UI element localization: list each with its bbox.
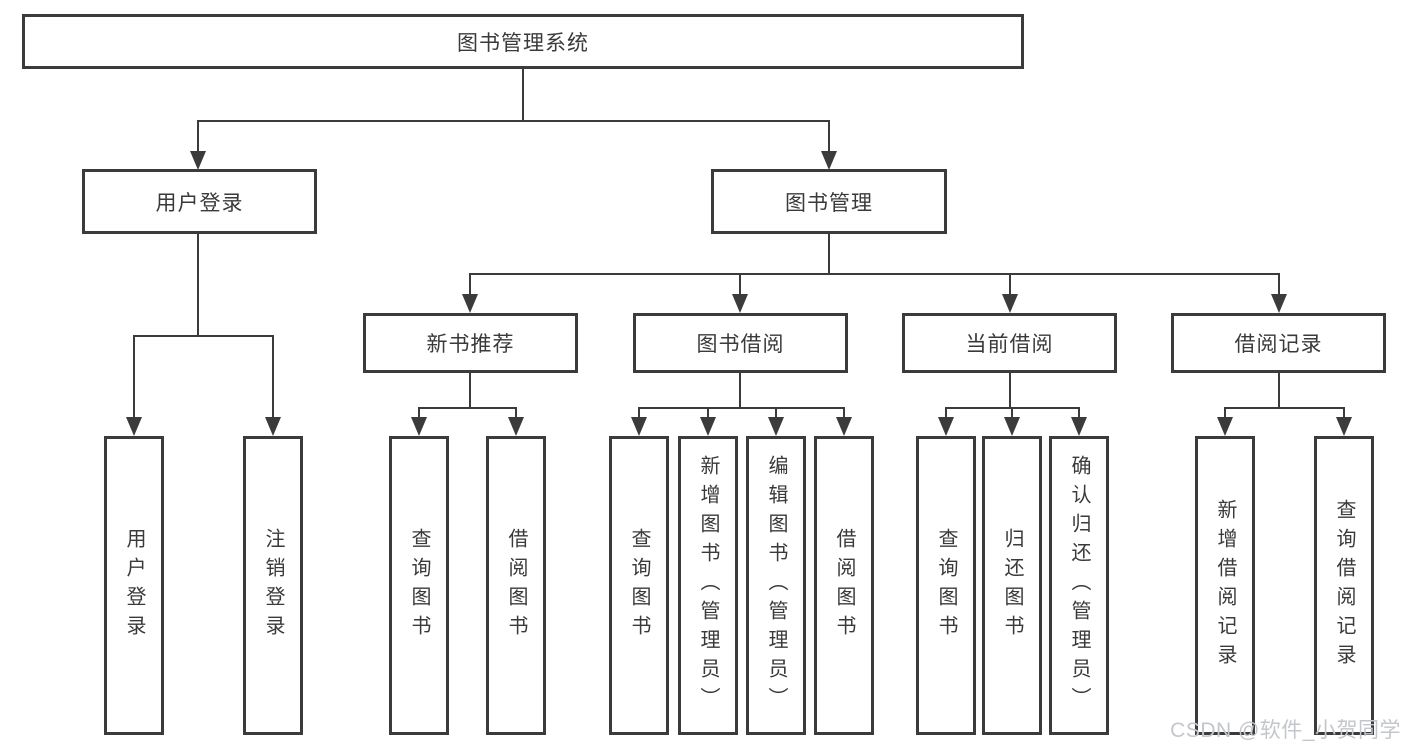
connector-line [133,335,135,419]
connector-line [828,234,830,275]
connector-line [522,69,524,122]
arrow-down-icon [938,417,954,436]
leaf-borrowing-query-books: 查询图书 [609,436,669,735]
leaf-logout: 注销登录 [243,436,303,735]
node-borrowing-records: 借阅记录 [1171,313,1386,373]
arrow-down-icon [700,417,716,436]
arrow-down-icon [411,417,427,436]
leaf-borrowing-edit-books-admin: 编辑图书（管理员） [746,436,806,735]
node-user-login: 用户登录 [82,169,317,234]
connector-line [197,120,830,122]
arrow-down-icon [462,294,478,313]
arrow-down-icon [508,417,524,436]
node-book-management: 图书管理 [711,169,947,234]
arrow-down-icon [126,417,142,436]
node-new-book-recommend: 新书推荐 [363,313,578,373]
connector-line [272,335,274,419]
arrow-down-icon [1002,294,1018,313]
connector-line [1343,407,1345,419]
connector-line [1011,407,1013,419]
node-book-borrowing: 图书借阅 [633,313,848,373]
leaf-current-confirm-return-admin: 确认归还（管理员） [1049,436,1109,735]
connector-line [739,373,741,409]
connector-line [1224,407,1226,419]
connector-line [418,407,420,419]
arrow-down-icon [821,151,837,170]
connector-line [828,120,830,153]
arrow-down-icon [631,417,647,436]
leaf-current-return-books: 归还图书 [982,436,1042,735]
leaf-newrec-borrow-books: 借阅图书 [486,436,546,735]
arrow-down-icon [768,417,784,436]
connector-line [843,407,845,419]
connector-line [1278,373,1280,409]
connector-line [418,407,517,409]
leaf-borrowing-add-books-admin: 新增图书（管理员） [678,436,738,735]
arrow-down-icon [732,294,748,313]
arrow-down-icon [1271,294,1287,313]
leaf-current-query-books: 查询图书 [916,436,976,735]
connector-line [775,407,777,419]
connector-line [469,273,1280,275]
leaf-records-query-record: 查询借阅记录 [1314,436,1374,735]
csdn-watermark: CSDN @软件_小贺同学 [1170,719,1401,742]
connector-line [707,407,709,419]
leaf-borrowing-borrow-books: 借阅图书 [814,436,874,735]
connector-line [739,273,741,296]
arrow-down-icon [1336,417,1352,436]
connector-line [1009,273,1011,296]
arrow-down-icon [1071,417,1087,436]
leaf-user-login: 用户登录 [104,436,164,735]
connector-line [133,335,274,337]
connector-line [197,234,199,337]
node-library-management-system: 图书管理系统 [22,14,1024,69]
node-current-borrowing: 当前借阅 [902,313,1117,373]
connector-line [945,407,947,419]
connector-line [1224,407,1345,409]
connector-line [469,373,471,409]
arrow-down-icon [265,417,281,436]
connector-line [1078,407,1080,419]
connector-line [197,120,199,153]
connector-line [469,273,471,296]
arrow-down-icon [1217,417,1233,436]
connector-line [638,407,845,409]
connector-line [638,407,640,419]
connector-line [1009,373,1011,409]
connector-line [515,407,517,419]
arrow-down-icon [190,151,206,170]
leaf-records-add-record: 新增借阅记录 [1195,436,1255,735]
connector-line [1278,273,1280,296]
leaf-newrec-query-books: 查询图书 [389,436,449,735]
arrow-down-icon [836,417,852,436]
arrow-down-icon [1004,417,1020,436]
